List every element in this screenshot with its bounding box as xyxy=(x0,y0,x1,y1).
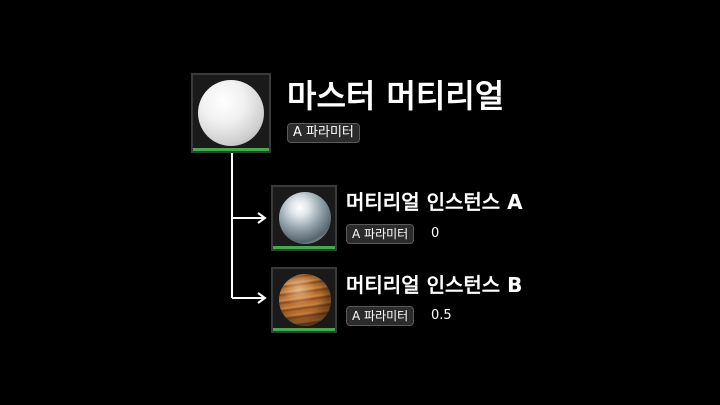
white-sphere-icon xyxy=(198,80,264,146)
instance-b-param-badge: A 파라미터 xyxy=(346,306,415,326)
instance-a-title: 머티리얼 인스턴스 A xyxy=(346,190,523,214)
arrow-head-a xyxy=(257,212,267,224)
instance-a-param-badge: A 파라미터 xyxy=(346,224,415,244)
thumbnail-status-bar xyxy=(273,328,335,331)
master-material-title: 마스터 머티리얼 xyxy=(287,77,505,115)
wood-sphere-icon xyxy=(279,274,331,326)
instance-b-title: 머티리얼 인스턴스 B xyxy=(346,273,523,297)
instance-b-thumbnail[interactable] xyxy=(271,267,337,333)
instance-a-thumbnail[interactable] xyxy=(271,185,337,251)
thumbnail-status-bar xyxy=(193,148,269,151)
arrow-head-b xyxy=(257,292,267,304)
instance-b-param-value: 0.5 xyxy=(431,308,452,323)
master-material-thumbnail[interactable] xyxy=(191,73,271,153)
chrome-sphere-icon xyxy=(279,192,331,244)
master-param-badge: A 파라미터 xyxy=(287,123,360,143)
thumbnail-status-bar xyxy=(273,246,335,249)
instance-a-param-value: 0 xyxy=(431,226,440,241)
